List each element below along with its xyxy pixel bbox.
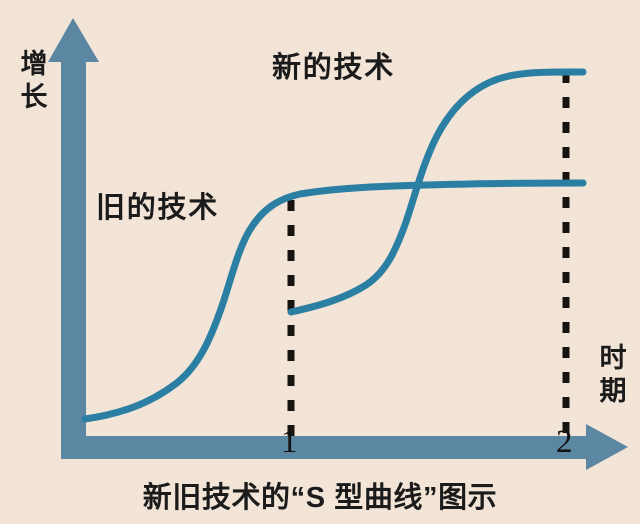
x-tick-label-2: 2 xyxy=(556,424,573,460)
series-label-old-technology: 旧的技术 xyxy=(96,192,219,224)
figure-caption: 新旧技术的“S 型曲线”图示 xyxy=(142,482,498,514)
series-label-new-technology: 新的技术 xyxy=(272,52,395,84)
curve-new-technology xyxy=(287,68,587,316)
axis-label-x: 时期 xyxy=(599,343,627,406)
curve-old-technology xyxy=(81,179,587,423)
axis-label-y: 增长 xyxy=(20,49,48,112)
y-axis-arrow xyxy=(48,18,99,448)
x-axis-arrow xyxy=(61,424,628,470)
x-tick-label-1: 1 xyxy=(281,424,298,460)
